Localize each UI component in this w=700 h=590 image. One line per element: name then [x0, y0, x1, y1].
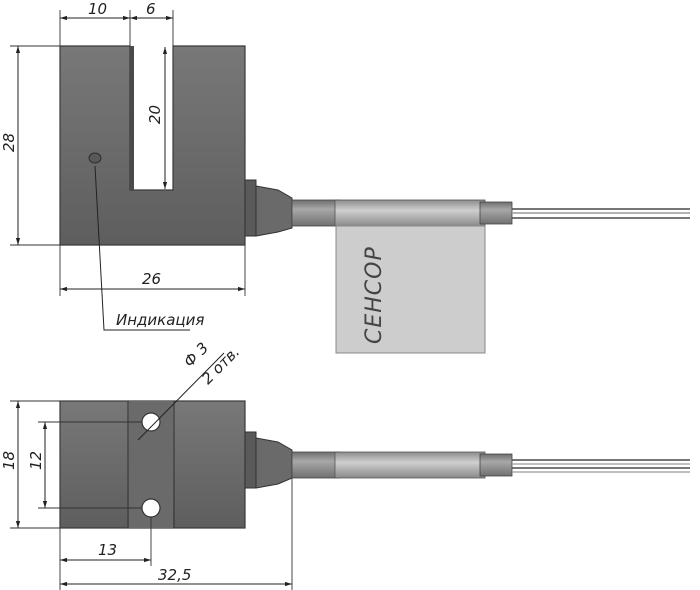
- indicator-leader: [94, 165, 190, 331]
- dim-label-13: 13: [98, 541, 117, 559]
- indicator-led: [88, 152, 102, 164]
- bottom-cable: [291, 451, 341, 479]
- dim-label-6: 6: [146, 0, 156, 18]
- indicator-label: Индикация: [116, 311, 204, 329]
- bottom-view: Ф 3 2 отв. 18 12 13 32,5: [0, 339, 690, 590]
- mounting-hole: [141, 412, 161, 432]
- dim-label-28: 28: [0, 133, 18, 152]
- top-connector-boss: [244, 179, 257, 237]
- dim-label-12: 12: [27, 451, 45, 470]
- brand-tag: [335, 225, 486, 354]
- mounting-hole: [141, 498, 161, 518]
- top-sensor-body: [59, 45, 246, 246]
- dim-label-26: 26: [142, 270, 161, 288]
- hole-leader: [137, 352, 225, 441]
- bottom-cable-end: [479, 453, 513, 477]
- slot-shade-left: [130, 46, 134, 190]
- top-cable-sleeve: [334, 199, 486, 227]
- dim-label-32-5: 32,5: [158, 566, 191, 584]
- dim-label-18: 18: [0, 451, 18, 470]
- bottom-cable-sleeve: [334, 451, 486, 479]
- dim-label-10: 10: [88, 0, 107, 18]
- top-cable-gland: [255, 185, 293, 237]
- top-cable: [291, 199, 341, 227]
- top-view: СЕНСОР Индикация 10 6 20 28 26: [0, 0, 690, 354]
- brand-text: СЕНСОР: [362, 246, 387, 344]
- dim-label-20: 20: [146, 105, 164, 124]
- bottom-connector-boss: [244, 431, 257, 489]
- bottom-cable-gland: [255, 437, 293, 489]
- top-cable-end: [479, 201, 513, 225]
